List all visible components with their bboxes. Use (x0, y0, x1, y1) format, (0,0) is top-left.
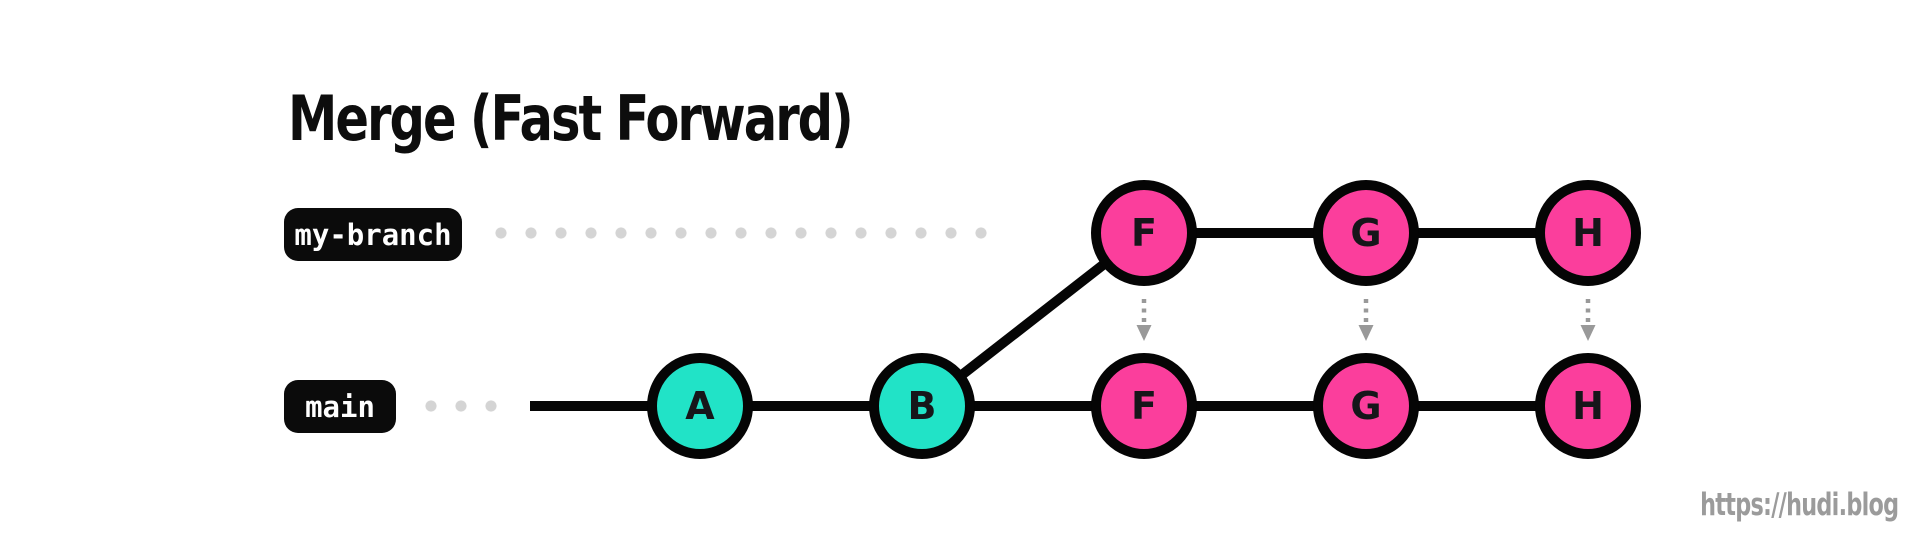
fast-forward-arrow-f (1136, 299, 1152, 341)
fast-forward-arrow-h (1580, 299, 1596, 341)
branch-label-main: main (284, 380, 396, 433)
branch-label-my-branch: my-branch (284, 208, 462, 261)
source-url-watermark: https://hudi.blog (1699, 487, 1899, 523)
arrow-down-icon (1358, 325, 1374, 341)
commit-node-branch-f: F (1091, 180, 1197, 286)
commit-node-main-h: H (1535, 353, 1641, 459)
commit-node-branch-g: G (1313, 180, 1419, 286)
main-dotted-track (416, 399, 506, 413)
commit-node-main-f: F (1091, 353, 1197, 459)
my-branch-dotted-track (486, 226, 996, 240)
arrow-down-icon (1136, 325, 1152, 341)
commit-node-main-a: A (647, 353, 753, 459)
commit-node-branch-h: H (1535, 180, 1641, 286)
commit-node-main-g: G (1313, 353, 1419, 459)
commit-node-main-b: B (869, 353, 975, 459)
arrow-down-icon (1580, 325, 1596, 341)
diagram-title: Merge (Fast Forward) (288, 82, 854, 155)
fast-forward-arrow-g (1358, 299, 1374, 341)
